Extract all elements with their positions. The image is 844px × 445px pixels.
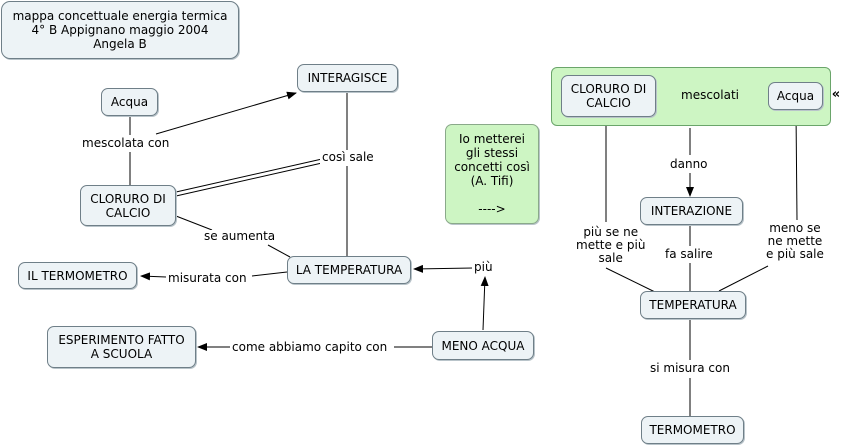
node-la-temperatura[interactable]: LA TEMPERATURA	[287, 256, 411, 284]
label-mescolati: mescolati	[679, 88, 741, 102]
node-cloruro-di-calcio[interactable]: CLORURO DI CALCIO	[80, 185, 176, 226]
label-danno: danno	[668, 157, 710, 171]
node-acqua-right[interactable]: Acqua	[768, 82, 823, 110]
link-cloruro-cosi-2	[175, 162, 323, 197]
label-cosi-sale: così sale	[320, 150, 376, 164]
node-interagisce-label: INTERAGISCE	[307, 71, 388, 85]
link-cloruro-cosi-1	[175, 158, 323, 193]
label-come-abbiamo-capito: come abbiamo capito con	[230, 340, 390, 354]
node-interagisce[interactable]: INTERAGISCE	[297, 64, 398, 92]
link-mescolata-interagisce	[155, 91, 297, 135]
node-temperatura-right[interactable]: TEMPERATURA	[640, 291, 746, 319]
link-misurata-termometro	[140, 272, 167, 281]
node-il-termometro[interactable]: IL TERMOMETRO	[18, 262, 137, 289]
label-mescolata-con: mescolata con	[80, 136, 172, 150]
node-esperimento-label: ESPERIMENTO FATTO A SCUOLA	[58, 333, 185, 361]
node-la-temperatura-label: LA TEMPERATURA	[295, 263, 403, 277]
label-meno-se-ne-mette: meno se ne mette e più sale	[764, 221, 826, 261]
node-termometro-right-label: TERMOMETRO	[649, 423, 736, 437]
label-piu: più	[472, 260, 495, 274]
node-temperatura-right-label: TEMPERATURA	[649, 298, 737, 312]
link-temperatura-misurata	[251, 271, 288, 277]
label-fa-salire: fa salire	[663, 247, 715, 261]
label-misurata-con: misurata con	[166, 271, 249, 285]
collapse-group-icon[interactable]: «	[831, 87, 841, 102]
node-esperimento[interactable]: ESPERIMENTO FATTO A SCUOLA	[47, 326, 196, 368]
note-text: Io metterei gli stessi concetti così (A.…	[454, 132, 530, 216]
label-se-aumenta: se aumenta	[202, 229, 278, 243]
node-cloruro-di-calcio-right[interactable]: CLORURO DI CALCIO	[561, 75, 656, 117]
map-title-text: mappa concettuale energia termica 4° B A…	[12, 9, 228, 51]
node-cloruro-label: CLORURO DI CALCIO	[90, 191, 166, 220]
node-cloruro-right-label: CLORURO DI CALCIO	[570, 82, 647, 110]
link-seaumenta-temperatura	[267, 244, 291, 258]
link-meno-temperatura	[718, 265, 769, 292]
node-meno-acqua-label: MENO ACQUA	[441, 338, 525, 353]
node-interazione-label: INTERAZIONE	[650, 204, 733, 218]
node-acqua[interactable]: Acqua	[101, 88, 158, 116]
label-si-misura-con: si misura con	[648, 361, 732, 375]
node-termometro-right[interactable]: TERMOMETRO	[641, 416, 744, 444]
map-title-box: mappa concettuale energia termica 4° B A…	[1, 1, 239, 59]
link-piu-temperatura-r	[605, 267, 656, 293]
node-meno-acqua[interactable]: MENO ACQUA	[432, 331, 534, 360]
node-acqua-right-label: Acqua	[776, 89, 815, 103]
note-box[interactable]: Io metterei gli stessi concetti così (A.…	[445, 124, 539, 224]
node-interazione[interactable]: INTERAZIONE	[640, 197, 743, 225]
link-acqua-meno	[795, 110, 798, 221]
label-piu-se-ne-mette: più se ne mette e più sale	[574, 225, 648, 265]
node-il-termometro-label: IL TERMOMETRO	[27, 268, 128, 283]
link-cloruro-seaumenta	[175, 215, 213, 231]
link-piu-temperatura	[413, 264, 474, 273]
node-acqua-label: Acqua	[110, 95, 149, 109]
link-menoacqua-piu	[480, 276, 489, 331]
